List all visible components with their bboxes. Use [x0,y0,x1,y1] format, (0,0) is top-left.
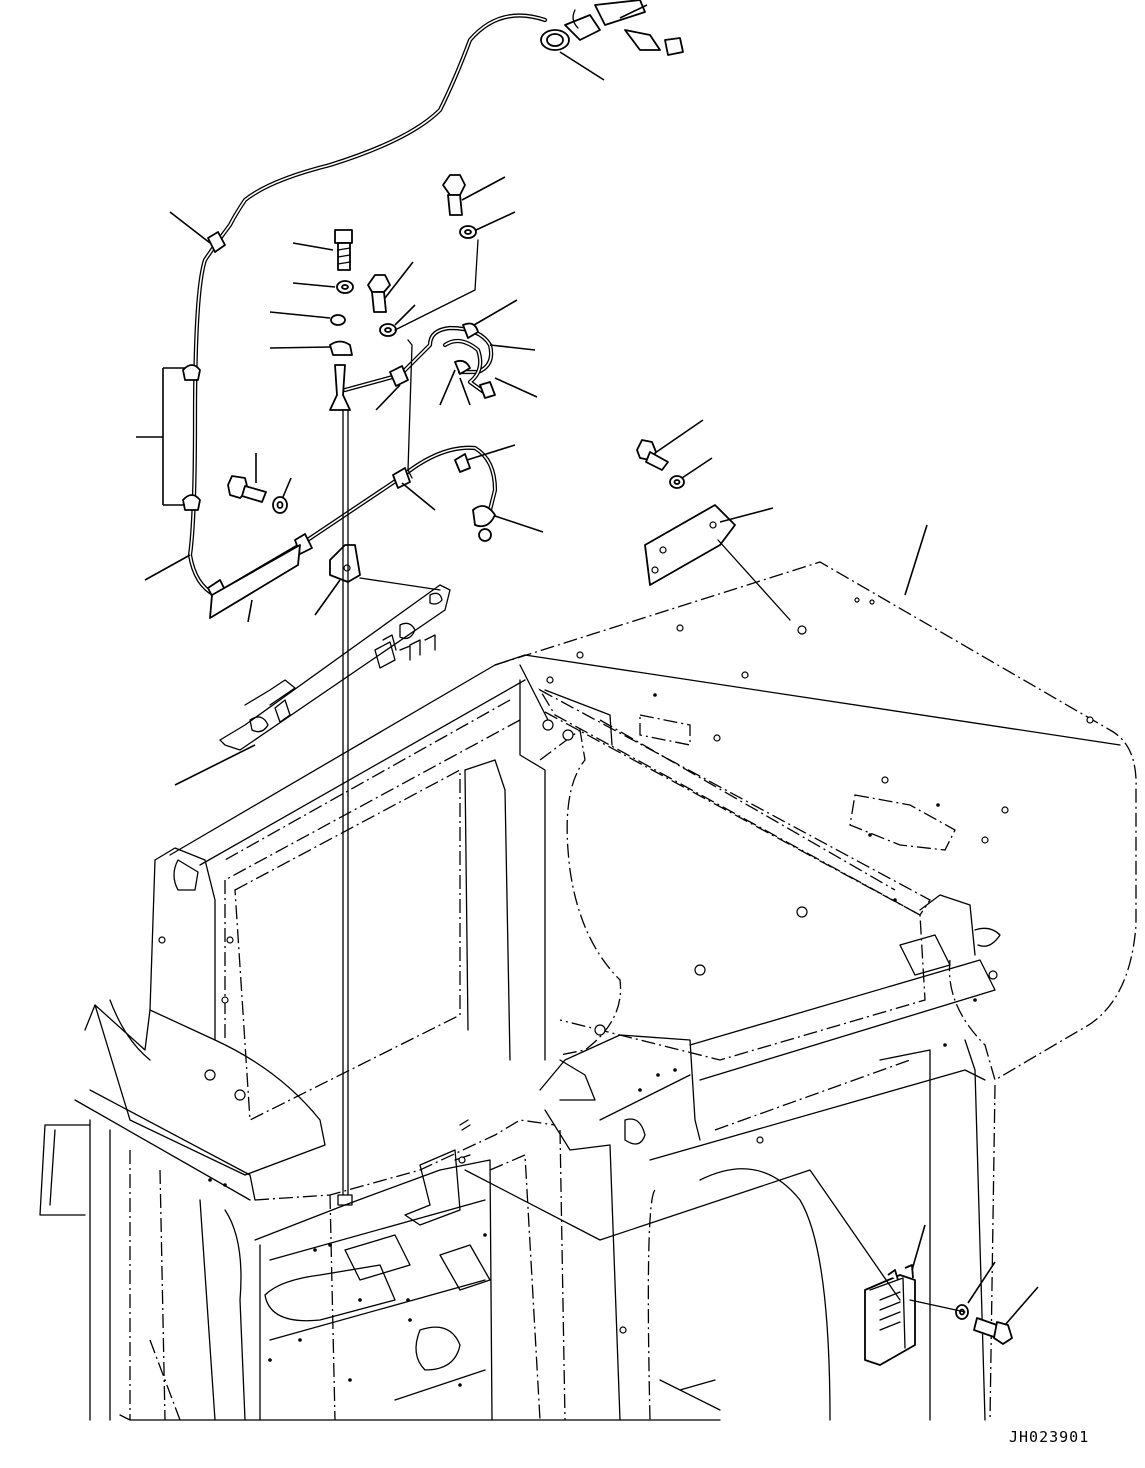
cab-frame [40,562,1136,1420]
assembly-lines [338,240,965,1312]
coil-harness [345,324,495,398]
drawing-number: JH023901 [1009,1428,1090,1446]
fasteners [228,175,1012,1365]
mounting-plate [220,585,450,750]
antenna-cable [183,0,683,618]
callout-leaders [136,5,1038,1325]
